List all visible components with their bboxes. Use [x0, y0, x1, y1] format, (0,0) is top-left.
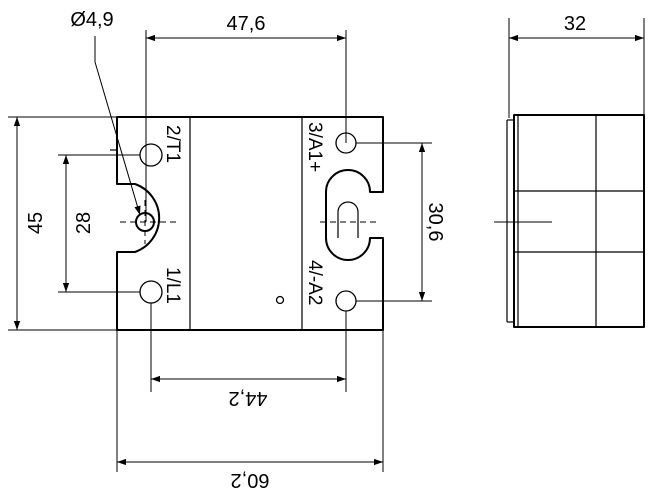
dim-terminal-span: 44,2 [150, 303, 347, 409]
terminal-label-2-t1: 2/T1 [162, 125, 183, 163]
terminal-screw-top-left [139, 143, 163, 167]
dim-label-height: 45 [25, 212, 47, 234]
terminal-screw-bottom-right [335, 290, 357, 312]
dim-label-top-width: 47,6 [227, 13, 266, 35]
dim-height: 45 [8, 116, 117, 331]
dim-label-overall-width: 60,2 [231, 469, 270, 491]
relay-body-outline [116, 116, 384, 331]
right-slot-inner [337, 201, 359, 238]
dim-hole-diameter: Ø4,9 [70, 9, 141, 216]
dim-label-side-depth: 32 [564, 13, 586, 35]
terminal-labels: 2/T1 1/L1 3/A1+ 4/-A2 [162, 122, 325, 305]
dim-label-terminal-pitch: 30,6 [424, 203, 446, 242]
dim-label-hole-pitch: 28 [73, 212, 95, 234]
terminal-label-3-a1: 3/A1+ [304, 122, 325, 172]
terminal-label-1-l1: 1/L1 [162, 267, 183, 304]
side-view-outline [513, 114, 645, 328]
terminal-label-4-a2: 4/-A2 [304, 260, 325, 305]
dim-label-hole-diameter: Ø4,9 [70, 9, 113, 31]
terminal-screw-bottom-left [139, 280, 163, 304]
dim-overall-width: 60,2 [116, 330, 384, 491]
dim-terminal-pitch: 30,6 [356, 142, 446, 302]
relay-front-view [110, 116, 384, 331]
status-led [275, 295, 285, 305]
dim-side-depth: 32 [508, 13, 645, 118]
relay-side-view [494, 114, 645, 328]
dim-hole-pitch: 28 [58, 154, 140, 293]
dim-label-terminal-span: 44,2 [229, 387, 268, 409]
dim-top-width: 47,6 [145, 13, 347, 222]
